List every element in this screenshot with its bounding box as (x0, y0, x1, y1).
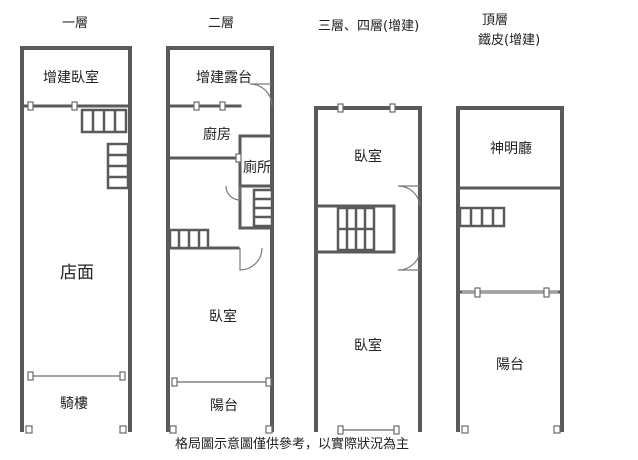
disclaimer-caption: 格局圖示意圖僅供參考，以實際狀況為主 (175, 437, 410, 452)
floor2-toilet-door (225, 185, 241, 201)
roof-title-line2: 鐵皮(增建) (478, 33, 541, 48)
floor2-room-toilet: 廁所 (243, 160, 271, 176)
floor1-walls (20, 46, 132, 432)
floor34-stairs (336, 206, 376, 252)
roof-stairs (458, 206, 506, 228)
floor34-room-bedroom-bottom: 臥室 (354, 338, 382, 354)
roof-room-shrine-hall: 神明廳 (490, 141, 532, 157)
floor2-room-kitchen: 廚房 (203, 127, 231, 143)
floor2-railing (169, 101, 273, 434)
floor34-title: 三層、四層(增建) (318, 19, 420, 34)
roof-room-balcony: 陽台 (496, 357, 524, 373)
floor34-lower-door (397, 251, 421, 271)
floor2-room-bedroom: 臥室 (209, 309, 237, 325)
floor1-room-arcade: 騎樓 (60, 396, 88, 412)
floor34-windows (337, 103, 400, 435)
floor2-terrace-door (249, 83, 273, 107)
floor34-upper-door (397, 185, 421, 207)
roof-railing (461, 287, 561, 434)
floor1-stairs (80, 108, 130, 190)
floor1-room-added-bedroom: 增建臥室 (43, 70, 99, 86)
floor2-room-added-terrace: 增建露台 (196, 70, 252, 86)
floor1-title: 一層 (62, 16, 89, 31)
floor1-room-shop: 店面 (60, 263, 94, 283)
floor2-bedroom-door (239, 247, 263, 271)
floor2-title: 二層 (208, 16, 235, 31)
floor34-walls (314, 106, 422, 432)
floor2-room-balcony: 陽台 (210, 398, 238, 414)
roof-title-line1: 頂層 (482, 13, 509, 28)
floor1-railing (25, 101, 127, 434)
floor34-room-bedroom-top: 臥室 (354, 149, 382, 165)
floor2-stairs (168, 188, 274, 250)
